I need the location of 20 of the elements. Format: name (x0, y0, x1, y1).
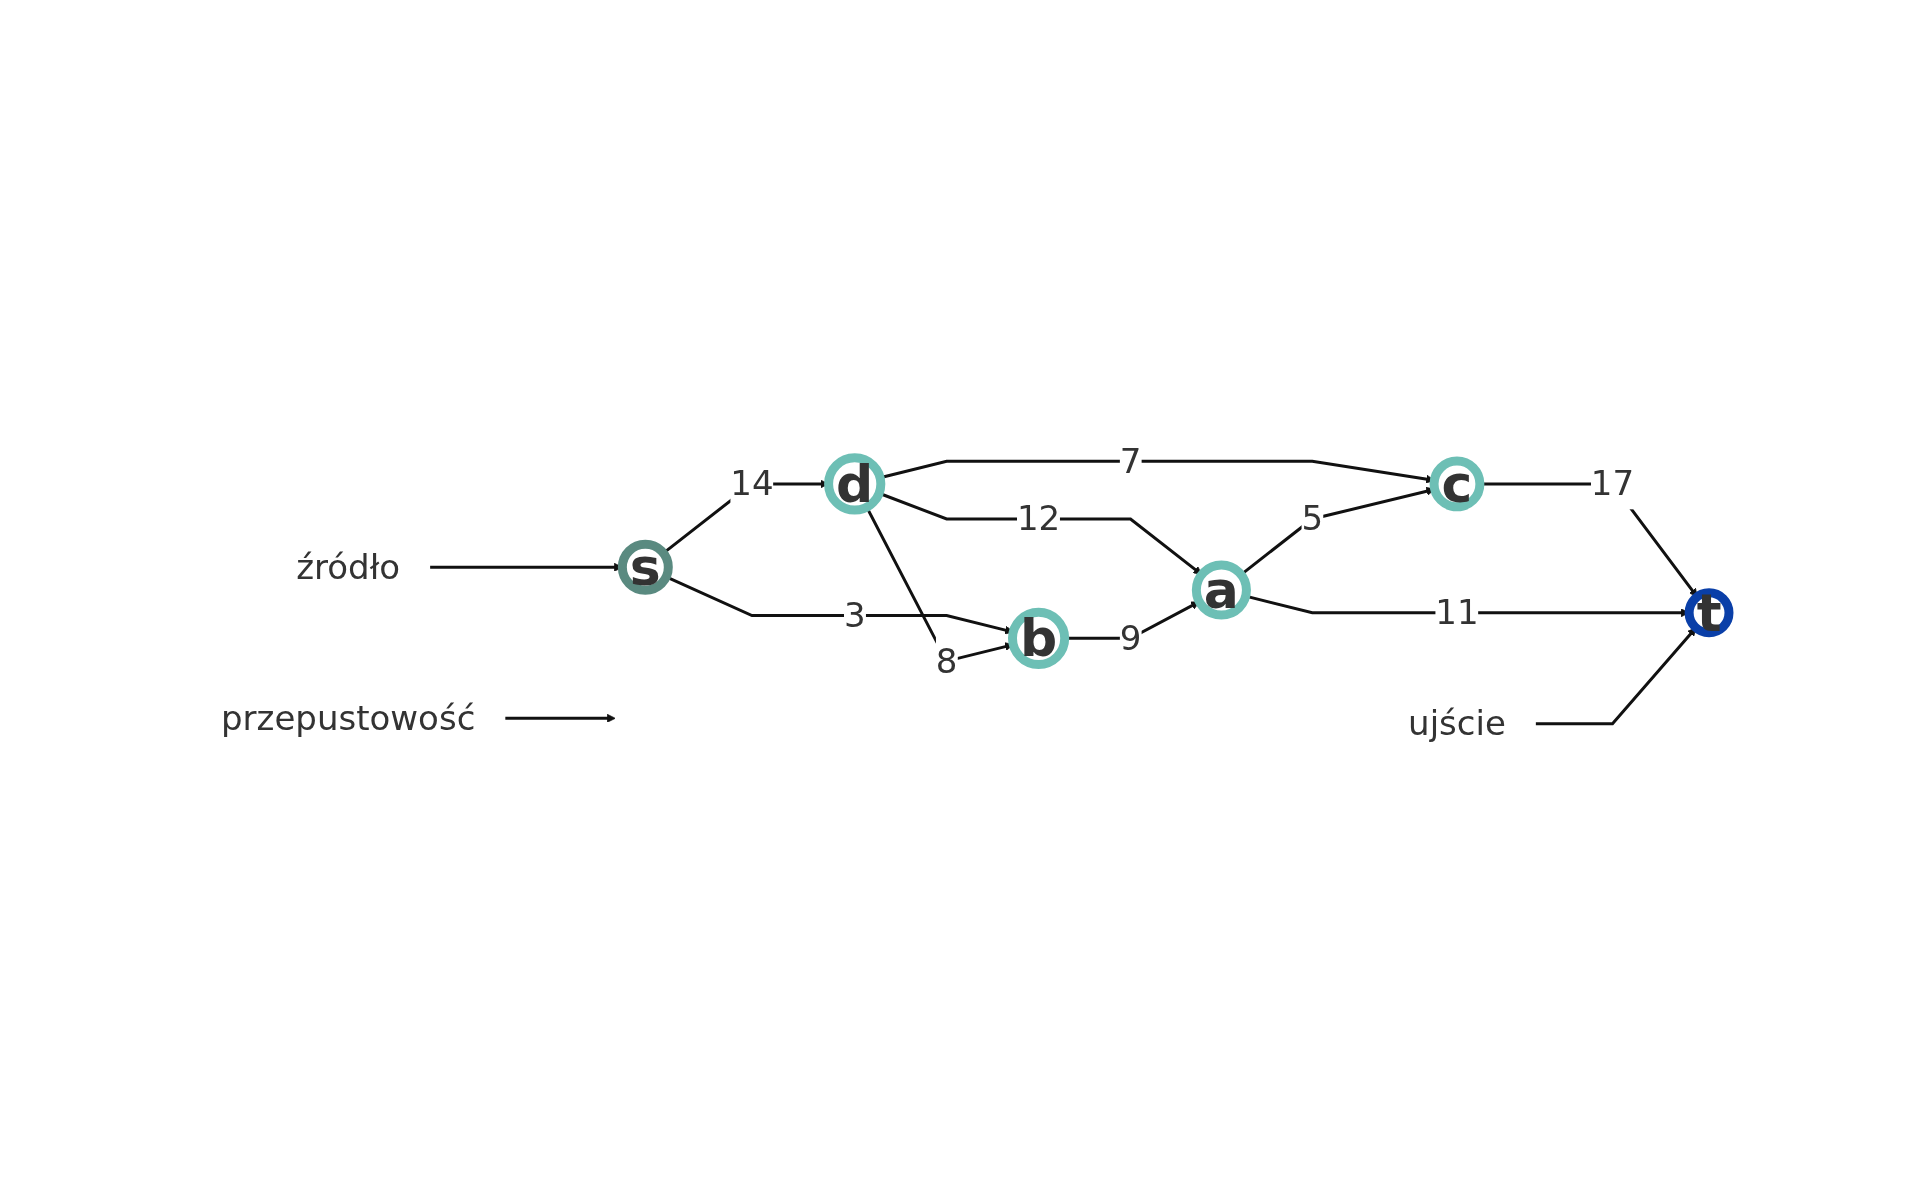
edge-label: 9 (1119, 617, 1142, 658)
edge-label: 3 (843, 595, 866, 636)
edge-label: 12 (1016, 498, 1061, 539)
node-circle: d (824, 453, 886, 515)
arrow (505, 713, 616, 723)
edge-label: 11 (1435, 592, 1479, 633)
arrow (1535, 627, 1697, 726)
node-circle: b (1007, 607, 1070, 669)
node-text: źródło (296, 546, 401, 587)
edge-label: 7 (1119, 440, 1142, 481)
edge-label: 5 (1301, 498, 1324, 539)
node-circle: t (1684, 588, 1734, 638)
node-circle: s (617, 539, 673, 595)
node-text: ujście (1408, 703, 1506, 744)
edge-label: 14 (730, 463, 774, 504)
node-text: przepustowość (221, 697, 476, 738)
node-circle: a (1191, 560, 1251, 620)
node-circle: c (1429, 456, 1485, 512)
edge-label: 8 (935, 640, 958, 681)
edge-label: 17 (1590, 463, 1635, 504)
